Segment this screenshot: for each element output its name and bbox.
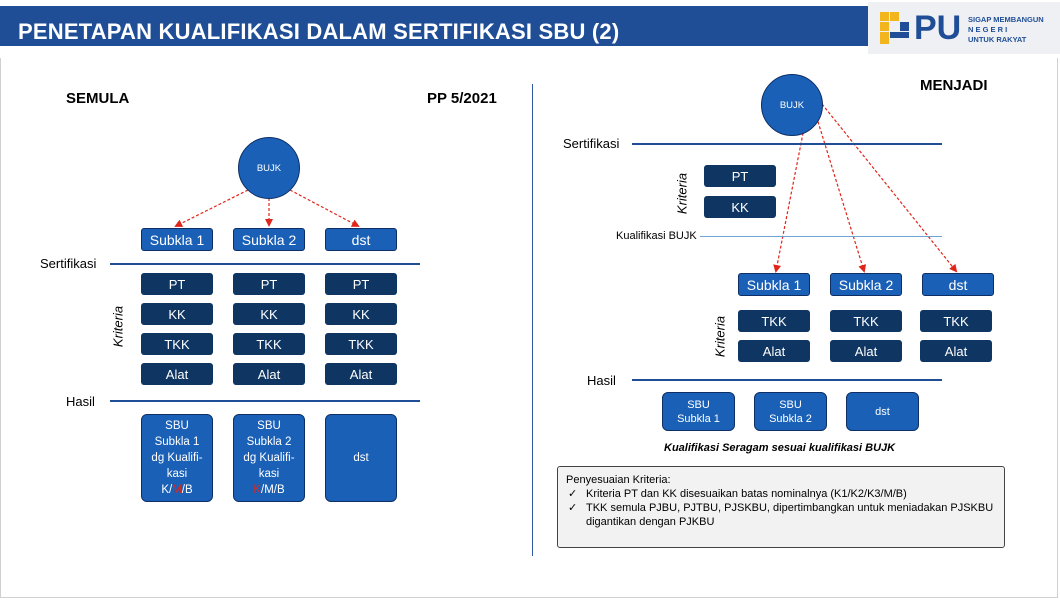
qual-highlight: M — [172, 484, 182, 496]
note-item-text: TKK semula PJBU, PJTBU, PJSKBU, dipertim… — [586, 502, 994, 528]
left-result-1: SBU Subkla 1 dg Kualifi- kasi K/M/B — [141, 414, 213, 502]
qual-k: K/ — [161, 484, 173, 496]
left-col3-pt: PT — [325, 273, 397, 295]
right-heading: MENJADI — [920, 77, 988, 94]
right-hasil-line — [632, 379, 942, 381]
left-col1-tkk: TKK — [141, 333, 213, 355]
left-col1-pt: PT — [141, 273, 213, 295]
left-col2-kk: KK — [233, 303, 305, 325]
result-qualification: K/M/B — [151, 482, 202, 498]
left-heading: SEMULA — [66, 90, 130, 107]
left-col1-kk: KK — [141, 303, 213, 325]
logo-text: PU — [914, 9, 962, 47]
left-col2-pt: PT — [233, 273, 305, 295]
left-sertifikasi-label: Sertifikasi — [40, 256, 97, 271]
right-caption: Kualifikasi Seragam sesuai kualifikasi B… — [664, 442, 896, 454]
left-subkla-1: Subkla 1 — [141, 228, 213, 251]
slide-frame — [0, 58, 1058, 598]
result-line: dg Kualifi- — [151, 452, 203, 464]
right-subkla-2: Subkla 2 — [830, 273, 902, 296]
right-col1-alat: Alat — [738, 340, 810, 362]
section-divider — [532, 84, 533, 556]
right-sertifikasi-label: Sertifikasi — [563, 136, 620, 151]
result-line: dst — [875, 405, 890, 418]
slide-title: PENETAPAN KUALIFIKASI DALAM SERTIFIKASI … — [18, 19, 620, 44]
right-kriteria-lower-label: Kriteria — [712, 315, 728, 358]
right-col3-tkk: TKK — [920, 310, 992, 332]
adjustment-note: Penyesuaian Kriteria: ✓ Kriteria PT dan … — [557, 466, 1005, 548]
left-col1-alat: Alat — [141, 363, 213, 385]
result-line: SBU — [257, 420, 281, 432]
check-icon: ✓ — [568, 502, 578, 514]
qual-rest: /M/B — [261, 484, 285, 496]
logo-tagline-2: N E G E R I — [968, 25, 1008, 34]
result-line: dst — [353, 452, 369, 464]
left-col2-alat: Alat — [233, 363, 305, 385]
result-line: SBU — [687, 398, 710, 411]
right-col1-tkk: TKK — [738, 310, 810, 332]
right-pt: PT — [704, 165, 776, 187]
logo-tagline-1: SIGAP MEMBANGUN — [968, 15, 1044, 24]
result-line: SBU — [779, 398, 802, 411]
right-col3-alat: Alat — [920, 340, 992, 362]
right-bujk-node: BUJK — [761, 74, 823, 136]
result-qualification: K/M/B — [243, 482, 294, 498]
left-col3-kk: KK — [325, 303, 397, 325]
slide-header: PENETAPAN KUALIFIKASI DALAM SERTIFIKASI … — [0, 0, 1060, 58]
right-result-1: SBU Subkla 1 — [662, 392, 735, 431]
right-kk: KK — [704, 196, 776, 218]
result-line: SBU — [165, 420, 189, 432]
note-item-1: ✓ Kriteria PT dan KK disesuaikan batas n… — [566, 487, 996, 501]
left-subkla-dst: dst — [325, 228, 397, 251]
right-subkla-1: Subkla 1 — [738, 273, 810, 296]
qual-b: /B — [181, 484, 193, 496]
left-result-2: SBU Subkla 2 dg Kualifi- kasi K/M/B — [233, 414, 305, 502]
pu-emblem-icon — [880, 12, 909, 44]
result-line: kasi — [166, 468, 188, 480]
result-line: Subkla 1 — [154, 436, 200, 448]
regulation-label: PP 5/2021 — [427, 90, 497, 107]
left-col3-tkk: TKK — [325, 333, 397, 355]
logo-tagline-3: UNTUK RAKYAT — [968, 35, 1027, 44]
note-item-text: Kriteria PT dan KK disesuaikan batas nom… — [586, 488, 907, 500]
check-icon: ✓ — [568, 488, 578, 500]
left-col3-alat: Alat — [325, 363, 397, 385]
title-bar: PENETAPAN KUALIFIKASI DALAM SERTIFIKASI … — [0, 6, 868, 46]
result-line: Subkla 1 — [677, 412, 720, 425]
left-bujk-node: BUJK — [238, 137, 300, 199]
left-subkla-2: Subkla 2 — [233, 228, 305, 251]
right-col2-tkk: TKK — [830, 310, 902, 332]
pu-logo — [868, 2, 1060, 54]
result-line: dg Kualifi- — [243, 452, 295, 464]
left-hasil-line — [110, 400, 420, 402]
result-line: Subkla 2 — [246, 436, 292, 448]
left-kriteria-label: Kriteria — [110, 305, 126, 348]
left-hasil-label: Hasil — [66, 394, 95, 409]
kualifikasi-bujk-label: Kualifikasi BUJK — [616, 230, 697, 242]
note-item-2: ✓ TKK semula PJBU, PJTBU, PJSKBU, dipert… — [566, 501, 996, 529]
result-line: Subkla 2 — [769, 412, 812, 425]
right-kriteria-upper-label: Kriteria — [674, 172, 690, 215]
result-line: kasi — [258, 468, 280, 480]
left-sertifikasi-line — [110, 263, 420, 265]
right-sertifikasi-line — [632, 143, 942, 145]
kualifikasi-line — [700, 236, 942, 237]
right-col2-alat: Alat — [830, 340, 902, 362]
right-result-2: SBU Subkla 2 — [754, 392, 827, 431]
qual-highlight: K — [253, 484, 261, 496]
note-title: Penyesuaian Kriteria: — [566, 474, 671, 486]
left-result-dst: dst — [325, 414, 397, 502]
right-subkla-dst: dst — [922, 273, 994, 296]
right-hasil-label: Hasil — [587, 373, 616, 388]
left-col2-tkk: TKK — [233, 333, 305, 355]
right-result-dst: dst — [846, 392, 919, 431]
